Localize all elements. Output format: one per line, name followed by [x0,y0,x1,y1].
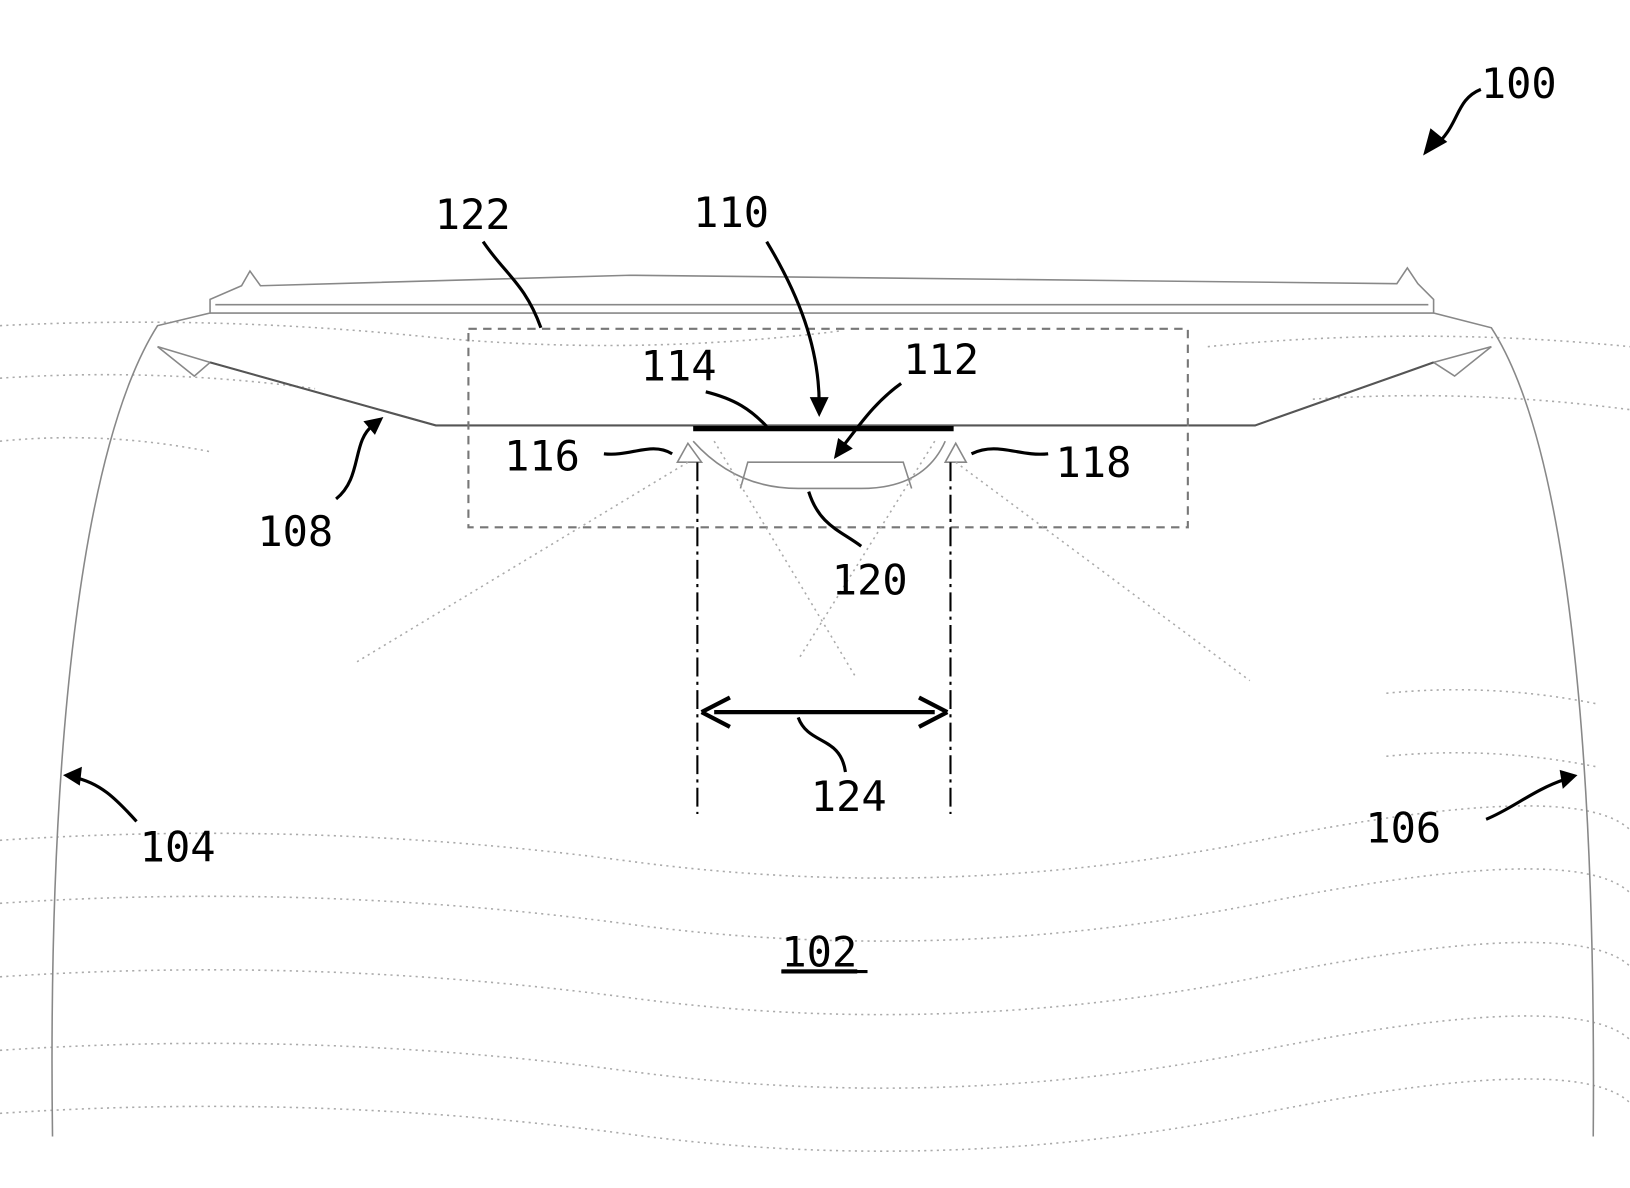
label-124: 124 [811,772,887,821]
label-112: 112 [903,335,979,384]
camera-housing-112 [692,440,946,490]
sensor-118 [943,441,968,463]
label-100: 100 [1481,59,1557,108]
sensor-116 [676,441,704,463]
label-104: 104 [140,822,216,871]
label-116: 116 [504,432,580,481]
region-122-box [467,327,1189,529]
label-122: 122 [435,190,511,239]
stipple-texture [0,321,1630,1152]
label-118: 118 [1056,438,1132,487]
label-114: 114 [641,341,717,390]
dimension-arrow-124 [700,695,949,729]
label-102: 102 [781,927,857,976]
label-110: 110 [693,188,769,237]
vehicle-outline [51,266,1595,1137]
label-108: 108 [257,507,333,556]
field-of-view-lines [356,440,1251,682]
label-120: 120 [832,556,908,605]
label-106: 106 [1365,803,1441,852]
leader-lines [63,87,1578,823]
